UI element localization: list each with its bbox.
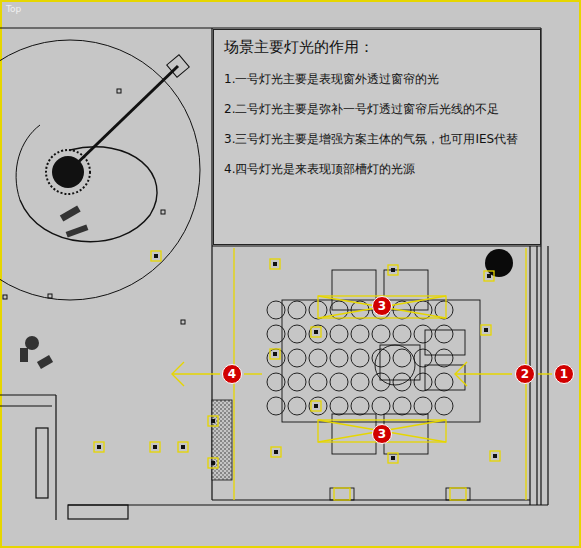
note-line: 3.三号灯光主要是增强方案主体的气氛，也可用IES代替 xyxy=(224,131,530,148)
callout-number: 2 xyxy=(515,364,535,384)
note-line: 1.一号灯光主要是表现窗外透过窗帘的光 xyxy=(224,71,530,88)
callout-text: 2 xyxy=(521,367,529,381)
callout-number: 3 xyxy=(372,296,392,316)
viewport-label: Top xyxy=(6,4,21,14)
note-line: 4.四号灯光是来表现顶部槽灯的光源 xyxy=(224,161,530,178)
callout-text: 4 xyxy=(228,367,236,381)
callout-text: 3 xyxy=(378,427,386,441)
callout-number: 4 xyxy=(222,364,242,384)
callout-text: 3 xyxy=(378,299,386,313)
note-line: 2.二号灯光主要是弥补一号灯透过窗帘后光线的不足 xyxy=(224,101,530,118)
panel-title: 场景主要灯光的作用： xyxy=(224,38,530,57)
callout-number: 3 xyxy=(372,424,392,444)
callout-text: 1 xyxy=(560,367,568,381)
callout-number: 1 xyxy=(554,364,574,384)
note-panel: 场景主要灯光的作用： 1.一号灯光主要是表现窗外透过窗帘的光 2.二号灯光主要是弥补… xyxy=(213,29,541,245)
